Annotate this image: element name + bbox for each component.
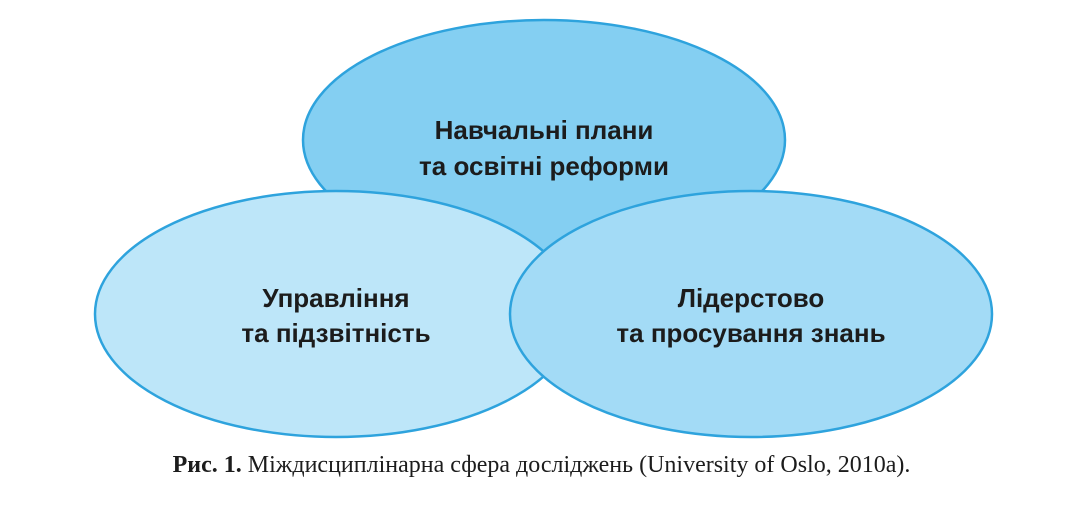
ellipse-curricula-label-line1: Навчальні плани	[435, 115, 654, 145]
ellipse-leadership-group	[508, 189, 994, 439]
ellipse-governance	[93, 189, 579, 439]
figure-caption: Рис. 1. Міждисциплінарна сфера досліджен…	[0, 452, 1083, 479]
ellipse-governance-label-line2: та підзвітність	[241, 318, 430, 348]
ellipse-leadership	[508, 189, 994, 439]
ellipse-leadership-label-line1: Лідерстово	[678, 283, 825, 313]
figure-caption-label: Рис. 1.	[172, 452, 242, 478]
ellipse-governance-group	[93, 189, 579, 439]
figure-caption-text: Міждисциплінарна сфера досліджень (Unive…	[241, 452, 911, 478]
ellipse-curricula-label-line2: та освітні реформи	[419, 151, 669, 181]
ellipse-leadership-label-line2: та просування знань	[616, 318, 885, 348]
ellipse-governance-label-line1: Управління	[262, 283, 409, 313]
